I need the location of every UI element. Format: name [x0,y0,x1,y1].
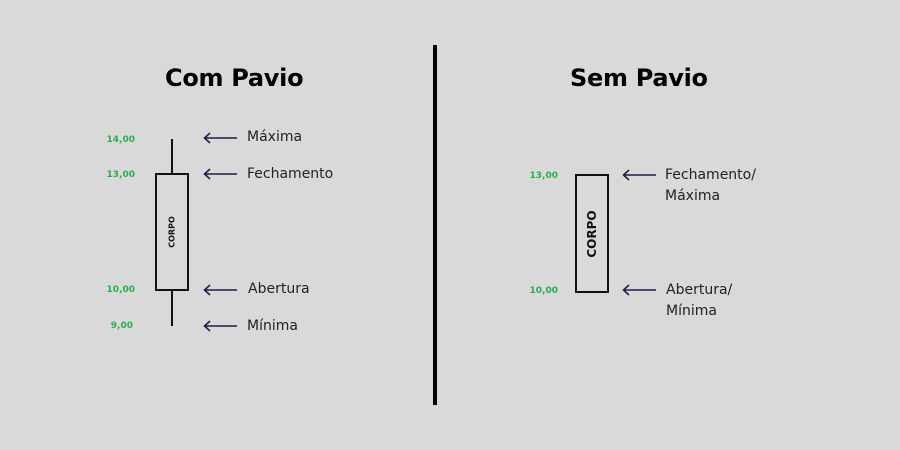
body-label: CORPO [167,216,177,248]
body-label: CORPO [585,209,599,258]
label-fechamento: Fechamento [247,166,334,182]
arrow-left-icon [622,284,656,296]
title-sem-pavio: Sem Pavio [570,64,708,92]
price-fechamento: 13,00 [106,170,135,180]
label-line-1: Abertura/ [666,282,733,298]
candle-sem-pavio: CORPO [575,174,609,293]
arrow-left-icon [622,169,656,181]
lower-wick [171,290,173,326]
title-com-pavio: Com Pavio [165,64,304,92]
label-minima: Mínima [247,318,298,334]
label-abertura-minima: Abertura/ Mínima [666,280,732,322]
label-line-1: Fechamento/ [665,167,756,183]
candle-body: CORPO [155,173,189,291]
upper-wick [171,139,173,174]
label-fechamento-maxima: Fechamento/ Máxima [665,165,756,207]
arrow-left-icon [203,168,237,180]
price-fechamento-maxima: 13,00 [529,171,558,181]
label-abertura: Abertura [248,281,310,297]
arrow-left-icon [203,320,237,332]
price-abertura-minima: 10,00 [529,286,558,296]
arrow-left-icon [203,132,237,144]
label-line-2: Máxima [665,188,721,204]
label-maxima: Máxima [247,129,303,145]
section-divider [433,45,437,405]
price-abertura: 10,00 [106,285,135,295]
price-maxima: 14,00 [106,135,135,145]
arrow-left-icon [203,284,237,296]
label-line-2: Mínima [666,303,717,319]
price-minima: 9,00 [110,321,133,331]
